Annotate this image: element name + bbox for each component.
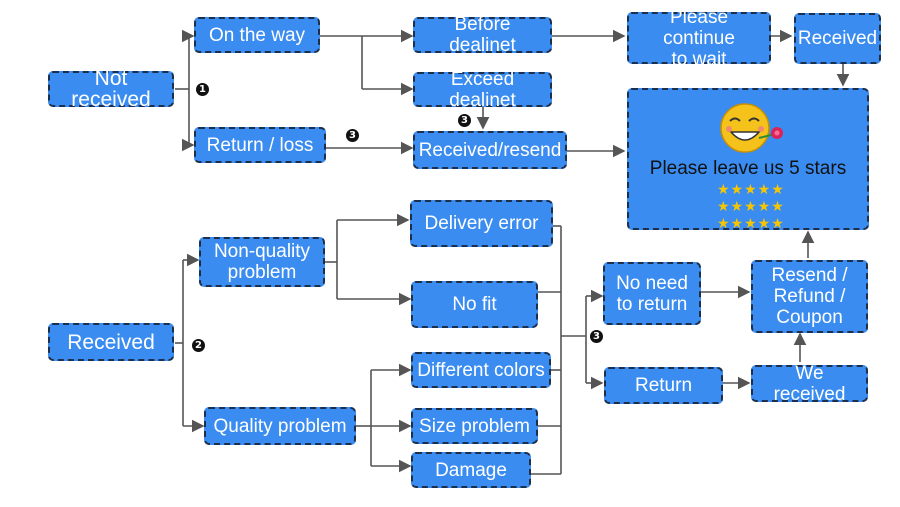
node-return: Return xyxy=(604,367,723,404)
node-received-main: Received xyxy=(48,323,174,361)
leave-5-stars-message: Please leave us 5 stars xyxy=(649,158,847,179)
node-received-resend: Received/resend xyxy=(413,131,567,169)
step-badge-3: 3 xyxy=(346,129,359,142)
node-label: We received xyxy=(773,362,846,405)
node-label: Different colors xyxy=(417,359,545,381)
node-label: Not received xyxy=(71,67,151,111)
node-label: Received xyxy=(67,330,155,354)
step-badge-3: 3 xyxy=(590,330,603,343)
node-different-colors: Different colors xyxy=(411,352,551,388)
node-label: Damage xyxy=(435,459,507,481)
node-label: No fit xyxy=(452,294,497,315)
node-exceed-deadline: Exceed dealinet xyxy=(413,69,552,111)
star-row: ★★★★★ xyxy=(717,182,785,198)
step-badge-1: 1 xyxy=(196,83,209,96)
node-delivery-error: Delivery error xyxy=(410,200,553,247)
star-row: ★★★★★ xyxy=(717,199,785,215)
node-quality-problem: Quality problem xyxy=(204,407,356,445)
node-label: Before dealinet xyxy=(449,14,516,56)
node-label: Quality problem xyxy=(213,415,347,437)
node-please-continue-to-wait: Please continue to wait xyxy=(627,7,771,70)
leave-5-stars-box: Please leave us 5 stars ★★★★★ ★★★★★ ★★★★… xyxy=(627,88,869,233)
node-label-line2: Refund / xyxy=(773,286,846,307)
node-label: Return / loss xyxy=(206,134,314,156)
node-label-line3: Coupon xyxy=(776,307,843,328)
node-received-top: Received xyxy=(794,13,881,64)
node-label-line2: to return xyxy=(616,293,688,315)
node-label: Delivery error xyxy=(424,213,539,234)
node-resend-refund-coupon: Resend / Refund / Coupon xyxy=(751,260,868,333)
node-label-line1: Please continue xyxy=(663,6,735,49)
node-label-line2: to wait xyxy=(671,48,727,70)
node-label: On the way xyxy=(208,24,306,46)
node-damage: Damage xyxy=(411,452,531,488)
node-label-line1: No need xyxy=(616,272,688,294)
node-return-loss: Return / loss xyxy=(194,127,326,163)
node-label: Received/resend xyxy=(418,139,562,161)
smiley-with-rose-icon xyxy=(720,103,783,153)
node-no-fit: No fit xyxy=(411,281,538,328)
node-label-line1: Resend / xyxy=(771,265,848,286)
node-label-line1: Non-quality xyxy=(213,241,311,262)
node-size-problem: Size problem xyxy=(411,408,538,444)
node-label: Return xyxy=(634,375,693,396)
node-before-deadline: Before dealinet xyxy=(413,14,552,56)
star-rating-rows: ★★★★★ ★★★★★ ★★★★★ xyxy=(717,182,797,233)
node-label: Exceed dealinet xyxy=(449,68,516,111)
step-badge-3: 3 xyxy=(458,114,471,127)
node-label: Size problem xyxy=(419,415,530,437)
node-not-received: Not received xyxy=(48,67,174,111)
node-label-line2: problem xyxy=(227,262,297,283)
node-no-need-to-return: No need to return xyxy=(603,262,701,325)
step-badge-2: 2 xyxy=(192,339,205,352)
node-non-quality-problem: Non-quality problem xyxy=(199,237,325,287)
star-row: ★★★★★ xyxy=(717,216,785,232)
node-on-the-way: On the way xyxy=(194,17,320,53)
node-we-received: We received xyxy=(751,362,868,405)
node-label: Received xyxy=(797,28,878,49)
